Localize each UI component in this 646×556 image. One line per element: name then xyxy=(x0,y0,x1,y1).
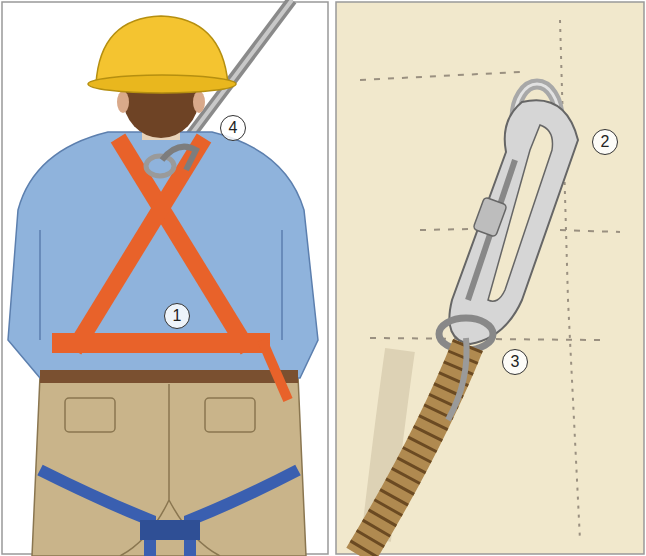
rope xyxy=(360,345,468,556)
thimble xyxy=(448,338,467,420)
arm-fold xyxy=(40,230,282,340)
ear xyxy=(193,91,205,113)
hook-gate xyxy=(468,160,515,300)
ear xyxy=(117,91,129,113)
callout-number: 1 xyxy=(164,303,190,329)
callout-number: 2 xyxy=(592,129,618,155)
pocket xyxy=(65,398,115,432)
strap-end xyxy=(262,340,288,400)
belt xyxy=(40,370,298,383)
harness-strap xyxy=(74,138,204,350)
pocket xyxy=(205,398,255,432)
snap-hook xyxy=(162,147,196,170)
d-ring xyxy=(146,156,174,176)
callout-number: 3 xyxy=(502,349,528,375)
crotch-strap xyxy=(140,520,200,540)
rope-braid xyxy=(360,345,468,556)
hard-hat xyxy=(96,16,228,84)
right-panel xyxy=(336,2,644,554)
wall-mark xyxy=(560,20,580,540)
shirt xyxy=(8,132,318,378)
waist-strap xyxy=(52,333,270,353)
gate-sleeve xyxy=(473,197,507,237)
callout-number: 4 xyxy=(220,115,246,141)
wall-mark xyxy=(360,72,620,340)
hat-brim xyxy=(88,75,236,93)
snap-hook xyxy=(449,100,578,344)
leg-strap xyxy=(40,470,298,556)
trousers xyxy=(32,376,306,556)
